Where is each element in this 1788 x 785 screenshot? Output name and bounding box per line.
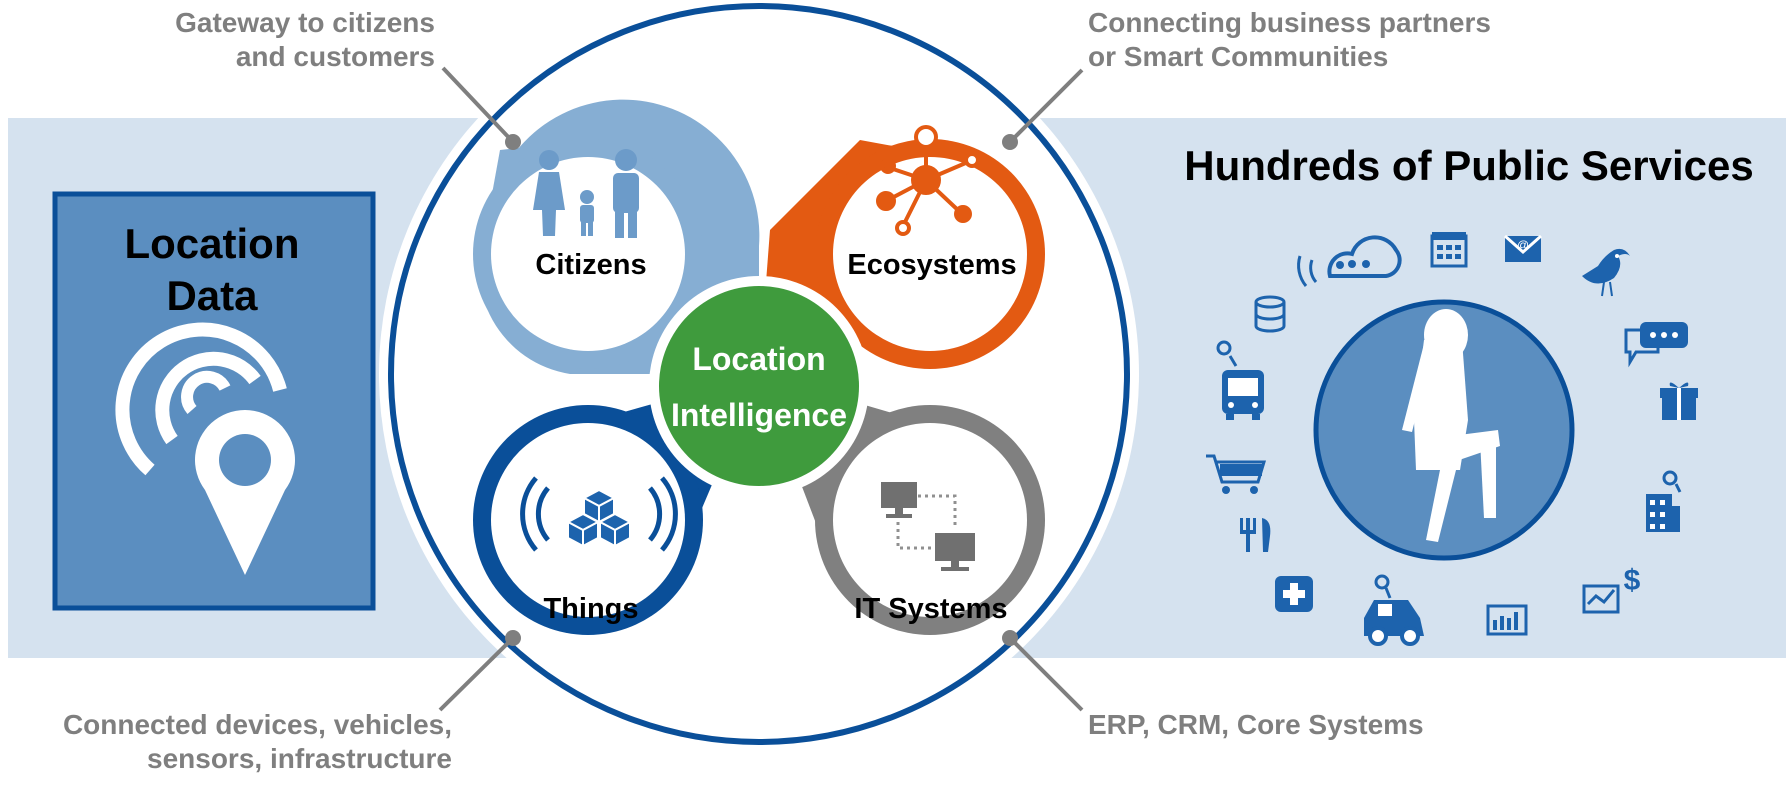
quadrant-label-citizens: Citizens [535,249,646,281]
quadrant-label-ecosystems: Ecosystems [847,249,1016,281]
computers-network-icon [881,482,975,571]
callout-top-right: Connecting business partners or Smart Co… [1088,6,1608,74]
location-signal-pin-icon [115,322,295,575]
location-data-title-line2: Data [166,272,258,319]
restaurant-icon [1240,518,1271,552]
callout-bottom-left-line2: sensors, infrastructure [147,743,452,774]
bus-icon [1216,340,1264,420]
cloud-icon [1297,235,1402,287]
network-icon [876,125,980,236]
services-title: Hundreds of Public Services [1184,142,1754,189]
person-silhouette-icon [1402,309,1500,542]
svg-text:$: $ [1624,564,1641,597]
callout-bottom-left: Connected devices, vehicles, sensors, in… [6,708,452,776]
center-green [659,286,859,486]
connected-cubes-icon [520,476,678,552]
callout-dots [505,134,1018,646]
medical-icon [1275,576,1313,612]
chat-icon [1624,322,1688,368]
building-icon [1646,470,1682,532]
center-title-line2: Intelligence [671,397,847,433]
bird-icon [1582,248,1630,297]
location-data-panel: Location Data [52,191,376,611]
center-title-line1: Location [692,341,825,377]
database-icon [1254,295,1286,333]
quadrant-label-things: Things [543,593,638,625]
family-icon [533,149,639,238]
dollar-chart-icon: $ [1582,564,1641,614]
car-icon [1364,574,1424,646]
callout-bottom-right: ERP, CRM, Core Systems [1088,708,1588,742]
callout-top-left-line1: Gateway to citizens [175,7,435,38]
callout-bottom-left-line1: Connected devices, vehicles, [62,709,452,740]
callout-top-right-line2: or Smart Communities [1088,41,1389,72]
callout-lines [438,66,1084,712]
quadrant-label-it-systems: IT Systems [854,593,1007,625]
callout-top-left: Gateway to citizens and customers [80,6,435,74]
callout-top-right-line1: Connecting business partners [1088,7,1491,38]
calendar-icon [1430,232,1468,268]
mail-icon: @ [1504,234,1542,262]
shopping-cart-icon [1206,454,1267,494]
svg-text:@: @ [1517,238,1529,252]
gift-icon [1660,382,1698,420]
callout-top-left-line2: and customers [235,41,435,72]
callout-bottom-right-line1: ERP, CRM, Core Systems [1088,709,1424,740]
location-data-title-line1: Location [125,220,300,267]
bar-chart-icon [1486,604,1528,636]
